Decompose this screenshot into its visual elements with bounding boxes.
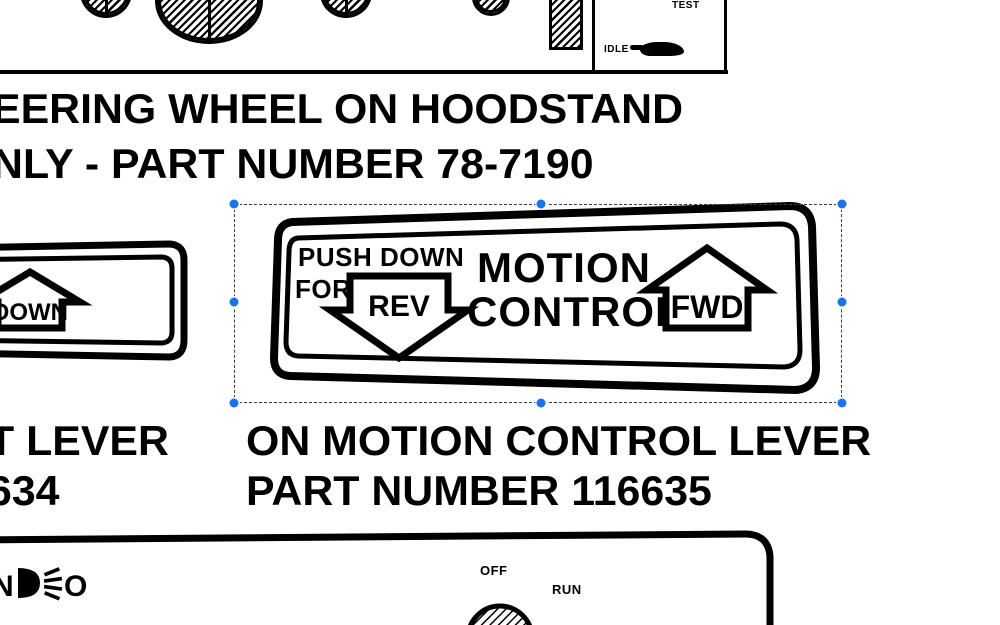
fwd-arrow-label: FWD [671, 289, 744, 325]
selection-handle-bottom-left[interactable] [229, 398, 239, 408]
top-label-idle: IDLE [604, 44, 629, 55]
caption-left-line-1: T LEVER [0, 417, 169, 464]
bottom-label-off: OFF [480, 563, 508, 578]
caption-left-line-2: 634 [0, 467, 60, 514]
bottom-decal-svg: N O OFF RUN [0, 530, 774, 625]
panel-border-right [592, 0, 595, 70]
top-label-test: TEST [672, 0, 700, 11]
bottom-label-o: O [64, 570, 87, 603]
lever-slot-hatched [549, 0, 583, 50]
caption-top-line-2: NLY - PART NUMBER 78-7190 [0, 140, 594, 187]
rabbit-speed-icon [630, 42, 684, 56]
up-arrow-outline [0, 267, 93, 332]
headlight-icon [18, 567, 63, 601]
dial-divider [345, 0, 348, 18]
selection-handle-top-right[interactable] [837, 199, 847, 209]
dial-knob-round [472, 0, 510, 16]
selection-handle-top-left[interactable] [229, 199, 239, 209]
up-arrow-outline [635, 243, 779, 332]
bottom-partial-decal: N O OFF RUN [0, 520, 800, 625]
decal-left-svg: DOWN [0, 240, 188, 361]
decal-motion-control[interactable]: PUSH DOWN FOR REV MOTION CONTROL FWD [262, 198, 832, 403]
top-partial-diagram: TEST IDLE [0, 0, 740, 76]
decal-motion-control-svg[interactable]: PUSH DOWN FOR REV MOTION CONTROL FWD [262, 198, 832, 403]
panel-border-far-right [724, 0, 727, 70]
decal-lift-lever-partial: DOWN [0, 240, 200, 370]
selection-handle-middle-left[interactable] [229, 297, 239, 307]
dial-divider [105, 0, 108, 18]
selection-handle-bottom-right[interactable] [837, 398, 847, 408]
for-label: FOR [295, 274, 351, 304]
dial-divider [208, 0, 211, 44]
caption-center-line-1: ON MOTION CONTROL LEVER [246, 417, 872, 464]
selection-handle-middle-right[interactable] [837, 297, 847, 307]
caption-top-line-1: EERING WHEEL ON HOODSTAND [0, 85, 684, 132]
bottom-label-run: RUN [552, 582, 582, 597]
rev-arrow-label: REV [368, 290, 430, 323]
down-arrow-outline [318, 272, 480, 363]
motion-title-line-2: CONTROL [467, 288, 682, 335]
push-down-label: PUSH DOWN [298, 242, 464, 272]
bottom-decal-border [0, 530, 774, 625]
ignition-dial [468, 603, 532, 625]
caption-center-line-2: PART NUMBER 116635 [246, 467, 712, 514]
motion-title-line-1: MOTION [477, 244, 651, 291]
panel-bottom-rule [0, 70, 728, 74]
down-arrow-label: DOWN [0, 299, 68, 326]
bottom-label-n: N [0, 570, 14, 603]
